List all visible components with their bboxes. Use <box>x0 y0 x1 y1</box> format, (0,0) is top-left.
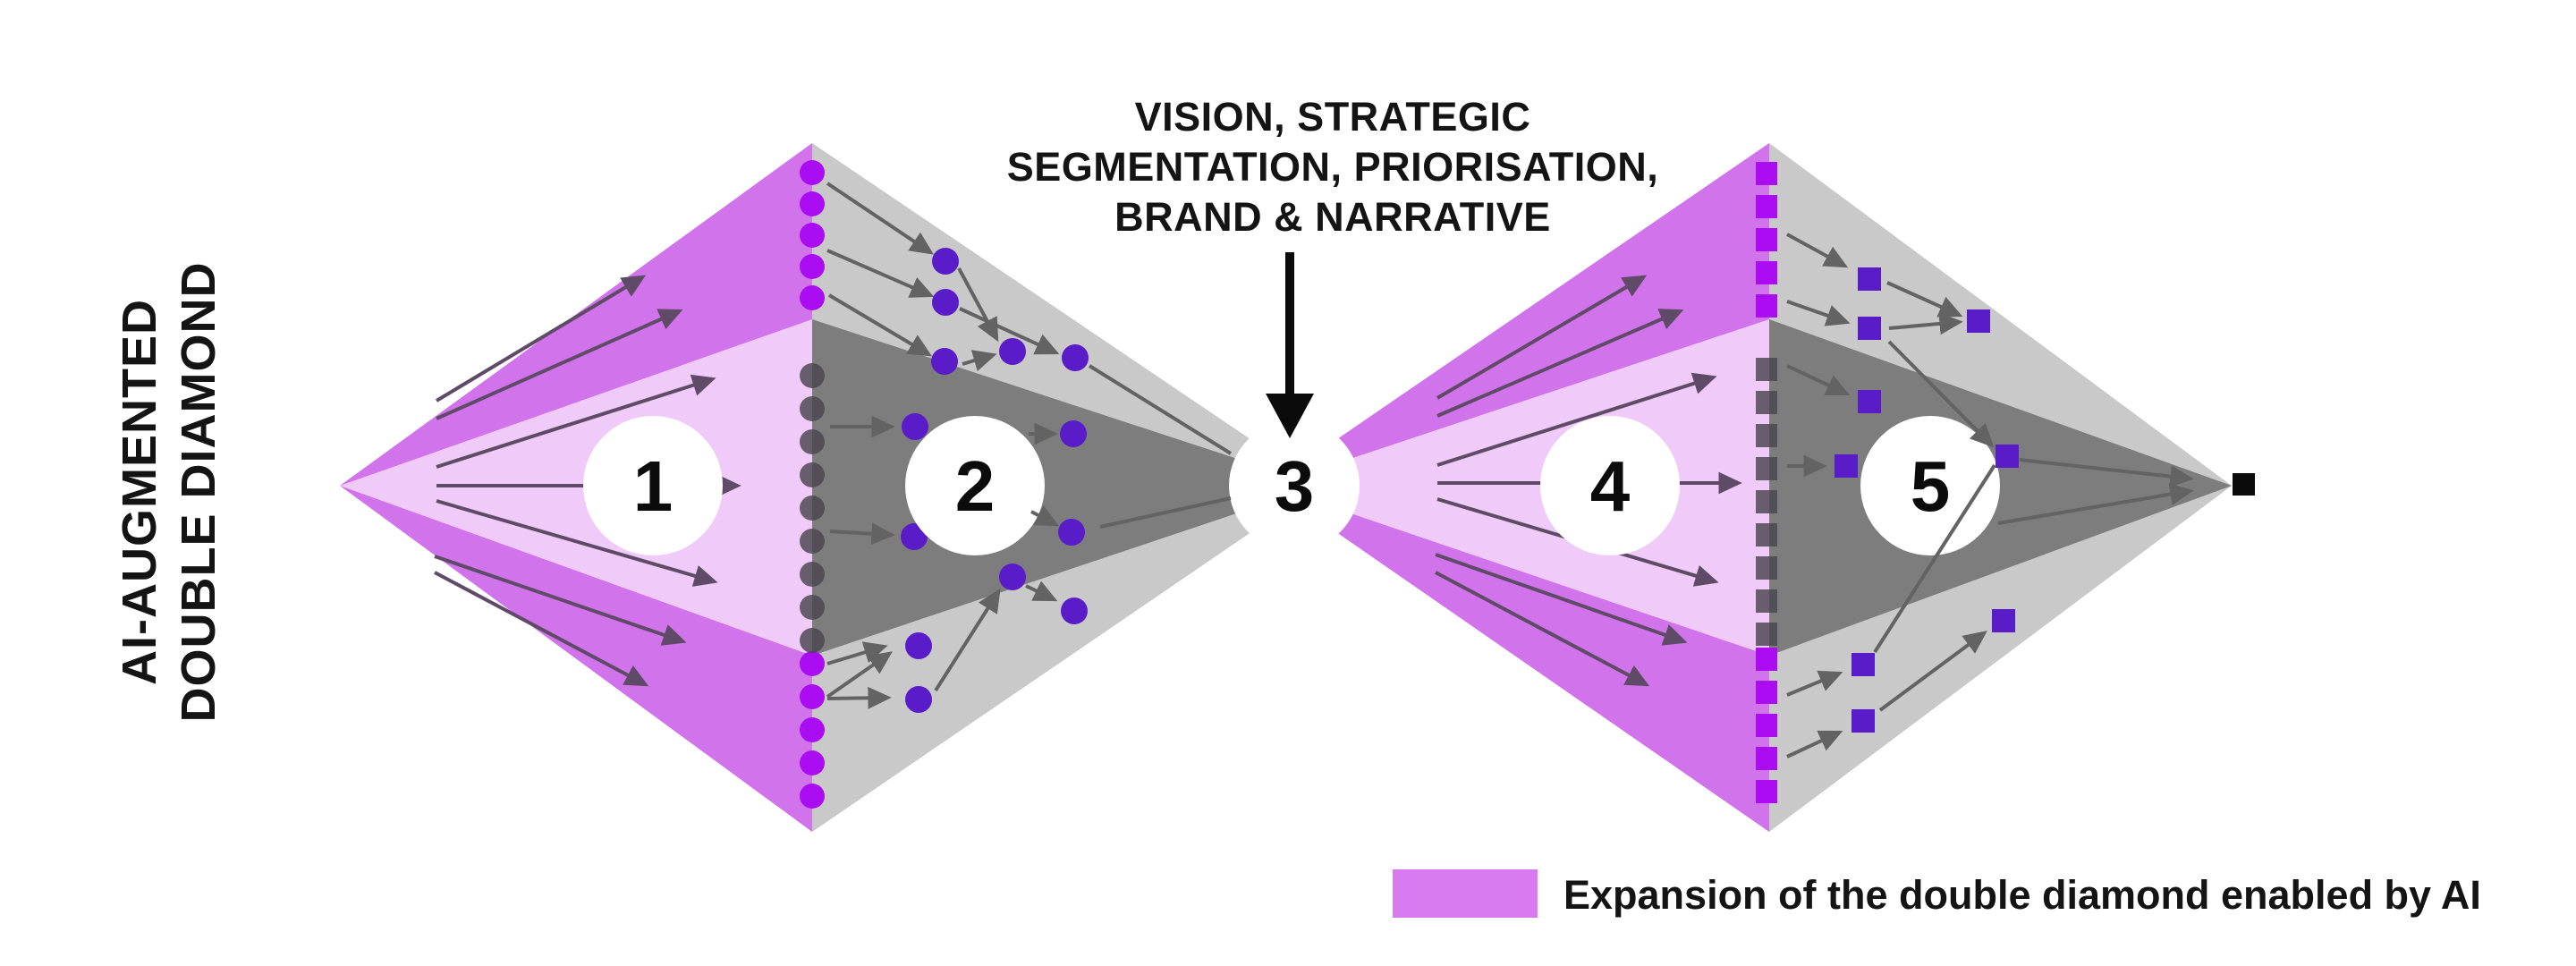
strategy-title-line2: SEGMENTATION, PRIORISATION, <box>1007 144 1659 190</box>
stage-5-number: 5 <box>1911 446 1951 526</box>
diamond-2-shapes <box>1269 143 2232 832</box>
diamond1-converge-arrows <box>826 182 1233 709</box>
diamond1-converged-idea-dots <box>905 248 1089 713</box>
stage-4-number: 4 <box>1590 446 1631 526</box>
stage-1-circle <box>583 416 723 555</box>
legend: Expansion of the double diamond enabled … <box>1393 869 2481 918</box>
strategy-title: VISION, STRATEGIC SEGMENTATION, PRIORISA… <box>1007 94 1659 240</box>
down-arrow <box>1266 252 1314 438</box>
diamond1-core-dot-column <box>800 363 825 653</box>
stage-4-circle <box>1540 416 1680 555</box>
diamond2-core-right <box>1769 319 2232 656</box>
side-label-line1: AI-AUGMENTED <box>113 299 166 685</box>
stage-circles: 1 2 3 4 5 <box>583 416 2000 555</box>
diamond2-ai-square-column <box>1756 162 1777 803</box>
diamond1-hidden-cluster-dots <box>901 413 928 550</box>
side-label-line2: DOUBLE DIAMOND <box>172 262 225 723</box>
stage-2-number: 2 <box>955 446 996 526</box>
legend-label: Expansion of the double diamond enabled … <box>1563 872 2481 918</box>
final-outcome-square <box>2233 473 2255 496</box>
diamond1-ai-dot-column <box>800 160 825 809</box>
diamond2-converge-arrows <box>1786 233 2194 758</box>
diagram-side-label: AI-AUGMENTED DOUBLE DIAMOND <box>113 262 225 723</box>
stage-2-circle <box>905 416 1045 555</box>
stage-3-notch <box>1229 420 1360 551</box>
stage-1-number: 1 <box>633 446 674 526</box>
diamond2-core-square-column <box>1756 358 1777 646</box>
stage-3-number: 3 <box>1275 446 1315 526</box>
diamond2-core-left <box>1269 319 1769 656</box>
diamond2-converged-solution-squares <box>1835 267 2019 733</box>
diamond1-core-right <box>812 319 1319 656</box>
strategy-title-line3: BRAND & NARRATIVE <box>1114 194 1551 240</box>
legend-swatch <box>1393 869 1538 918</box>
strategy-title-line1: VISION, STRATEGIC <box>1135 94 1531 140</box>
stage-5-circle <box>1860 416 2000 555</box>
